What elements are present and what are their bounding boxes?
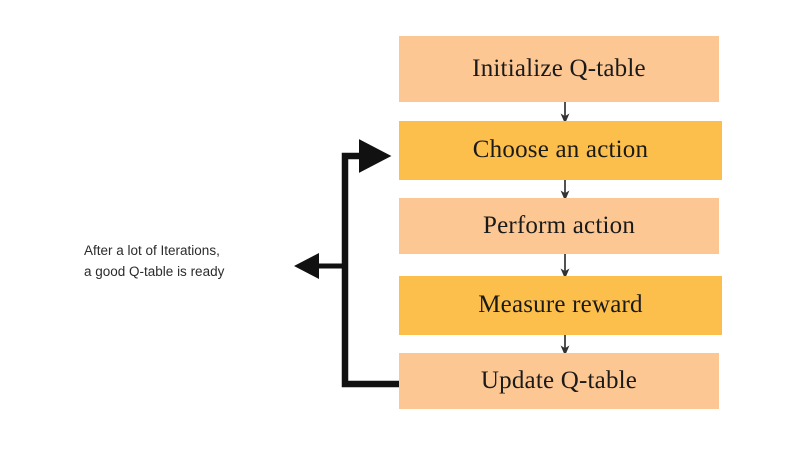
iterations-note-line-1: After a lot of Iterations, xyxy=(84,243,220,258)
feedback-loop-arrow xyxy=(341,139,401,388)
flow-box-label: Perform action xyxy=(482,211,636,239)
flow-box-initialize-q-table[interactable]: Initialize Q-table xyxy=(399,36,719,102)
flow-box-update-q-table[interactable]: Update Q-table xyxy=(399,353,719,409)
flow-box-perform-action[interactable]: Perform action xyxy=(399,198,719,254)
iterations-note-line-2: a good Q-table is ready xyxy=(84,263,225,279)
flow-box-measure-reward[interactable]: Measure reward xyxy=(399,276,722,335)
flow-box-label: Measure reward xyxy=(478,291,643,318)
flow-box-label: Update Q-table xyxy=(480,366,638,394)
flow-box-label: Initialize Q-table xyxy=(472,54,646,82)
iterations-note: After a lot of Iterations, a good Q-tabl… xyxy=(84,241,304,283)
flow-box-label: Choose an action xyxy=(472,136,649,163)
flow-box-choose-an-action[interactable]: Choose an action xyxy=(399,121,722,180)
